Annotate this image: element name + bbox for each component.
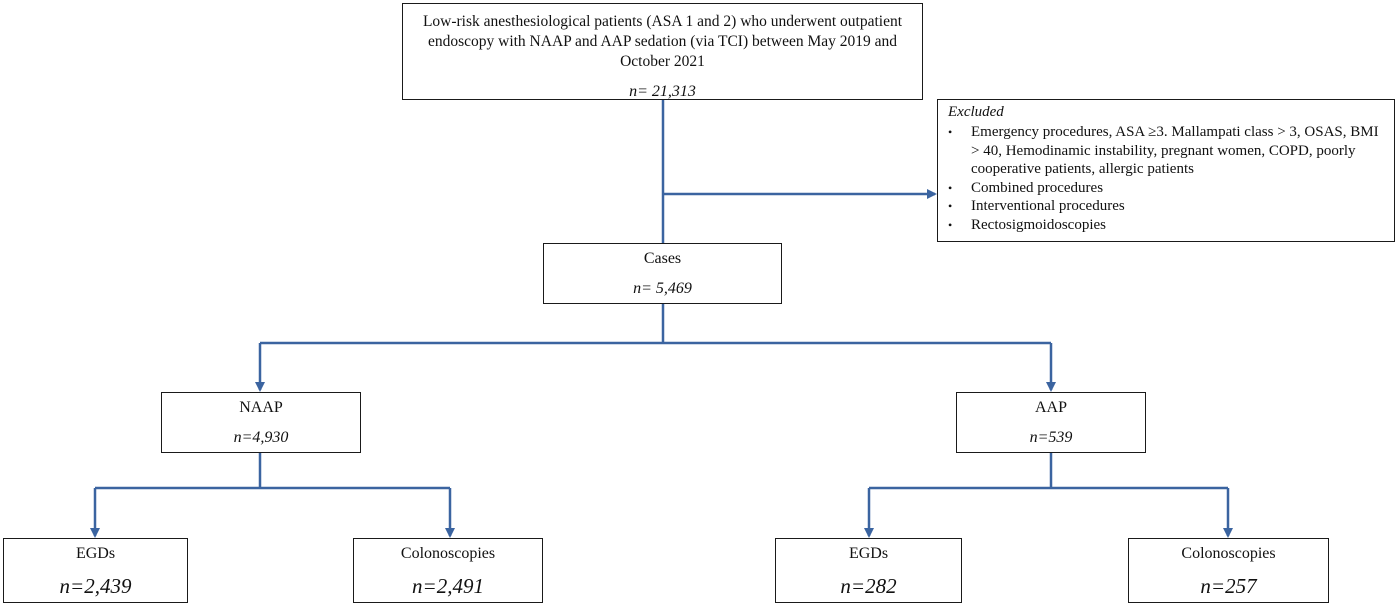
- naap-egds-box: EGDs n=2,439: [3, 538, 188, 603]
- aap-count: n=539: [1029, 429, 1073, 446]
- aap-egds-count: n=282: [840, 574, 897, 598]
- cases-count: n= 5,469: [633, 280, 692, 297]
- aap-egds-box: EGDs n=282: [775, 538, 962, 603]
- excluded-item: Rectosigmoidoscopies: [948, 216, 1386, 235]
- naap-egds-count: n=2,439: [59, 574, 132, 598]
- cases-label: Cases: [643, 250, 682, 267]
- population-box: Low-risk anesthesiological patients (ASA…: [402, 3, 923, 100]
- excluded-list: Emergency procedures, ASA ≥3. Mallampati…: [948, 123, 1386, 234]
- naap-colonoscopies-count: n=2,491: [412, 574, 484, 598]
- aap-egds-label: EGDs: [848, 545, 889, 562]
- excluded-item: Combined procedures: [948, 179, 1386, 198]
- naap-label: NAAP: [239, 399, 283, 416]
- population-text: Low-risk anesthesiological patients (ASA…: [422, 13, 903, 70]
- cases-box: Cases n= 5,469: [543, 243, 782, 304]
- aap-box: AAP n=539: [956, 392, 1146, 453]
- naap-count: n=4,930: [233, 429, 289, 446]
- naap-box: NAAP n=4,930: [161, 392, 361, 453]
- naap-egds-label: EGDs: [75, 545, 116, 562]
- aap-colonoscopies-count: n=257: [1200, 574, 1257, 598]
- aap-label: AAP: [1034, 399, 1067, 416]
- excluded-item: Emergency procedures, ASA ≥3. Mallampati…: [948, 123, 1386, 179]
- naap-colonoscopies-box: Colonoscopies n=2,491: [353, 538, 543, 603]
- aap-colonoscopies-box: Colonoscopies n=257: [1128, 538, 1329, 603]
- naap-colonoscopies-label: Colonoscopies: [400, 545, 496, 562]
- excluded-heading: Excluded: [948, 104, 1004, 120]
- excluded-item: Interventional procedures: [948, 197, 1386, 216]
- aap-colonoscopies-label: Colonoscopies: [1181, 545, 1276, 562]
- population-count: n= 21,313: [629, 83, 696, 100]
- excluded-box: Excluded Emergency procedures, ASA ≥3. M…: [937, 99, 1395, 242]
